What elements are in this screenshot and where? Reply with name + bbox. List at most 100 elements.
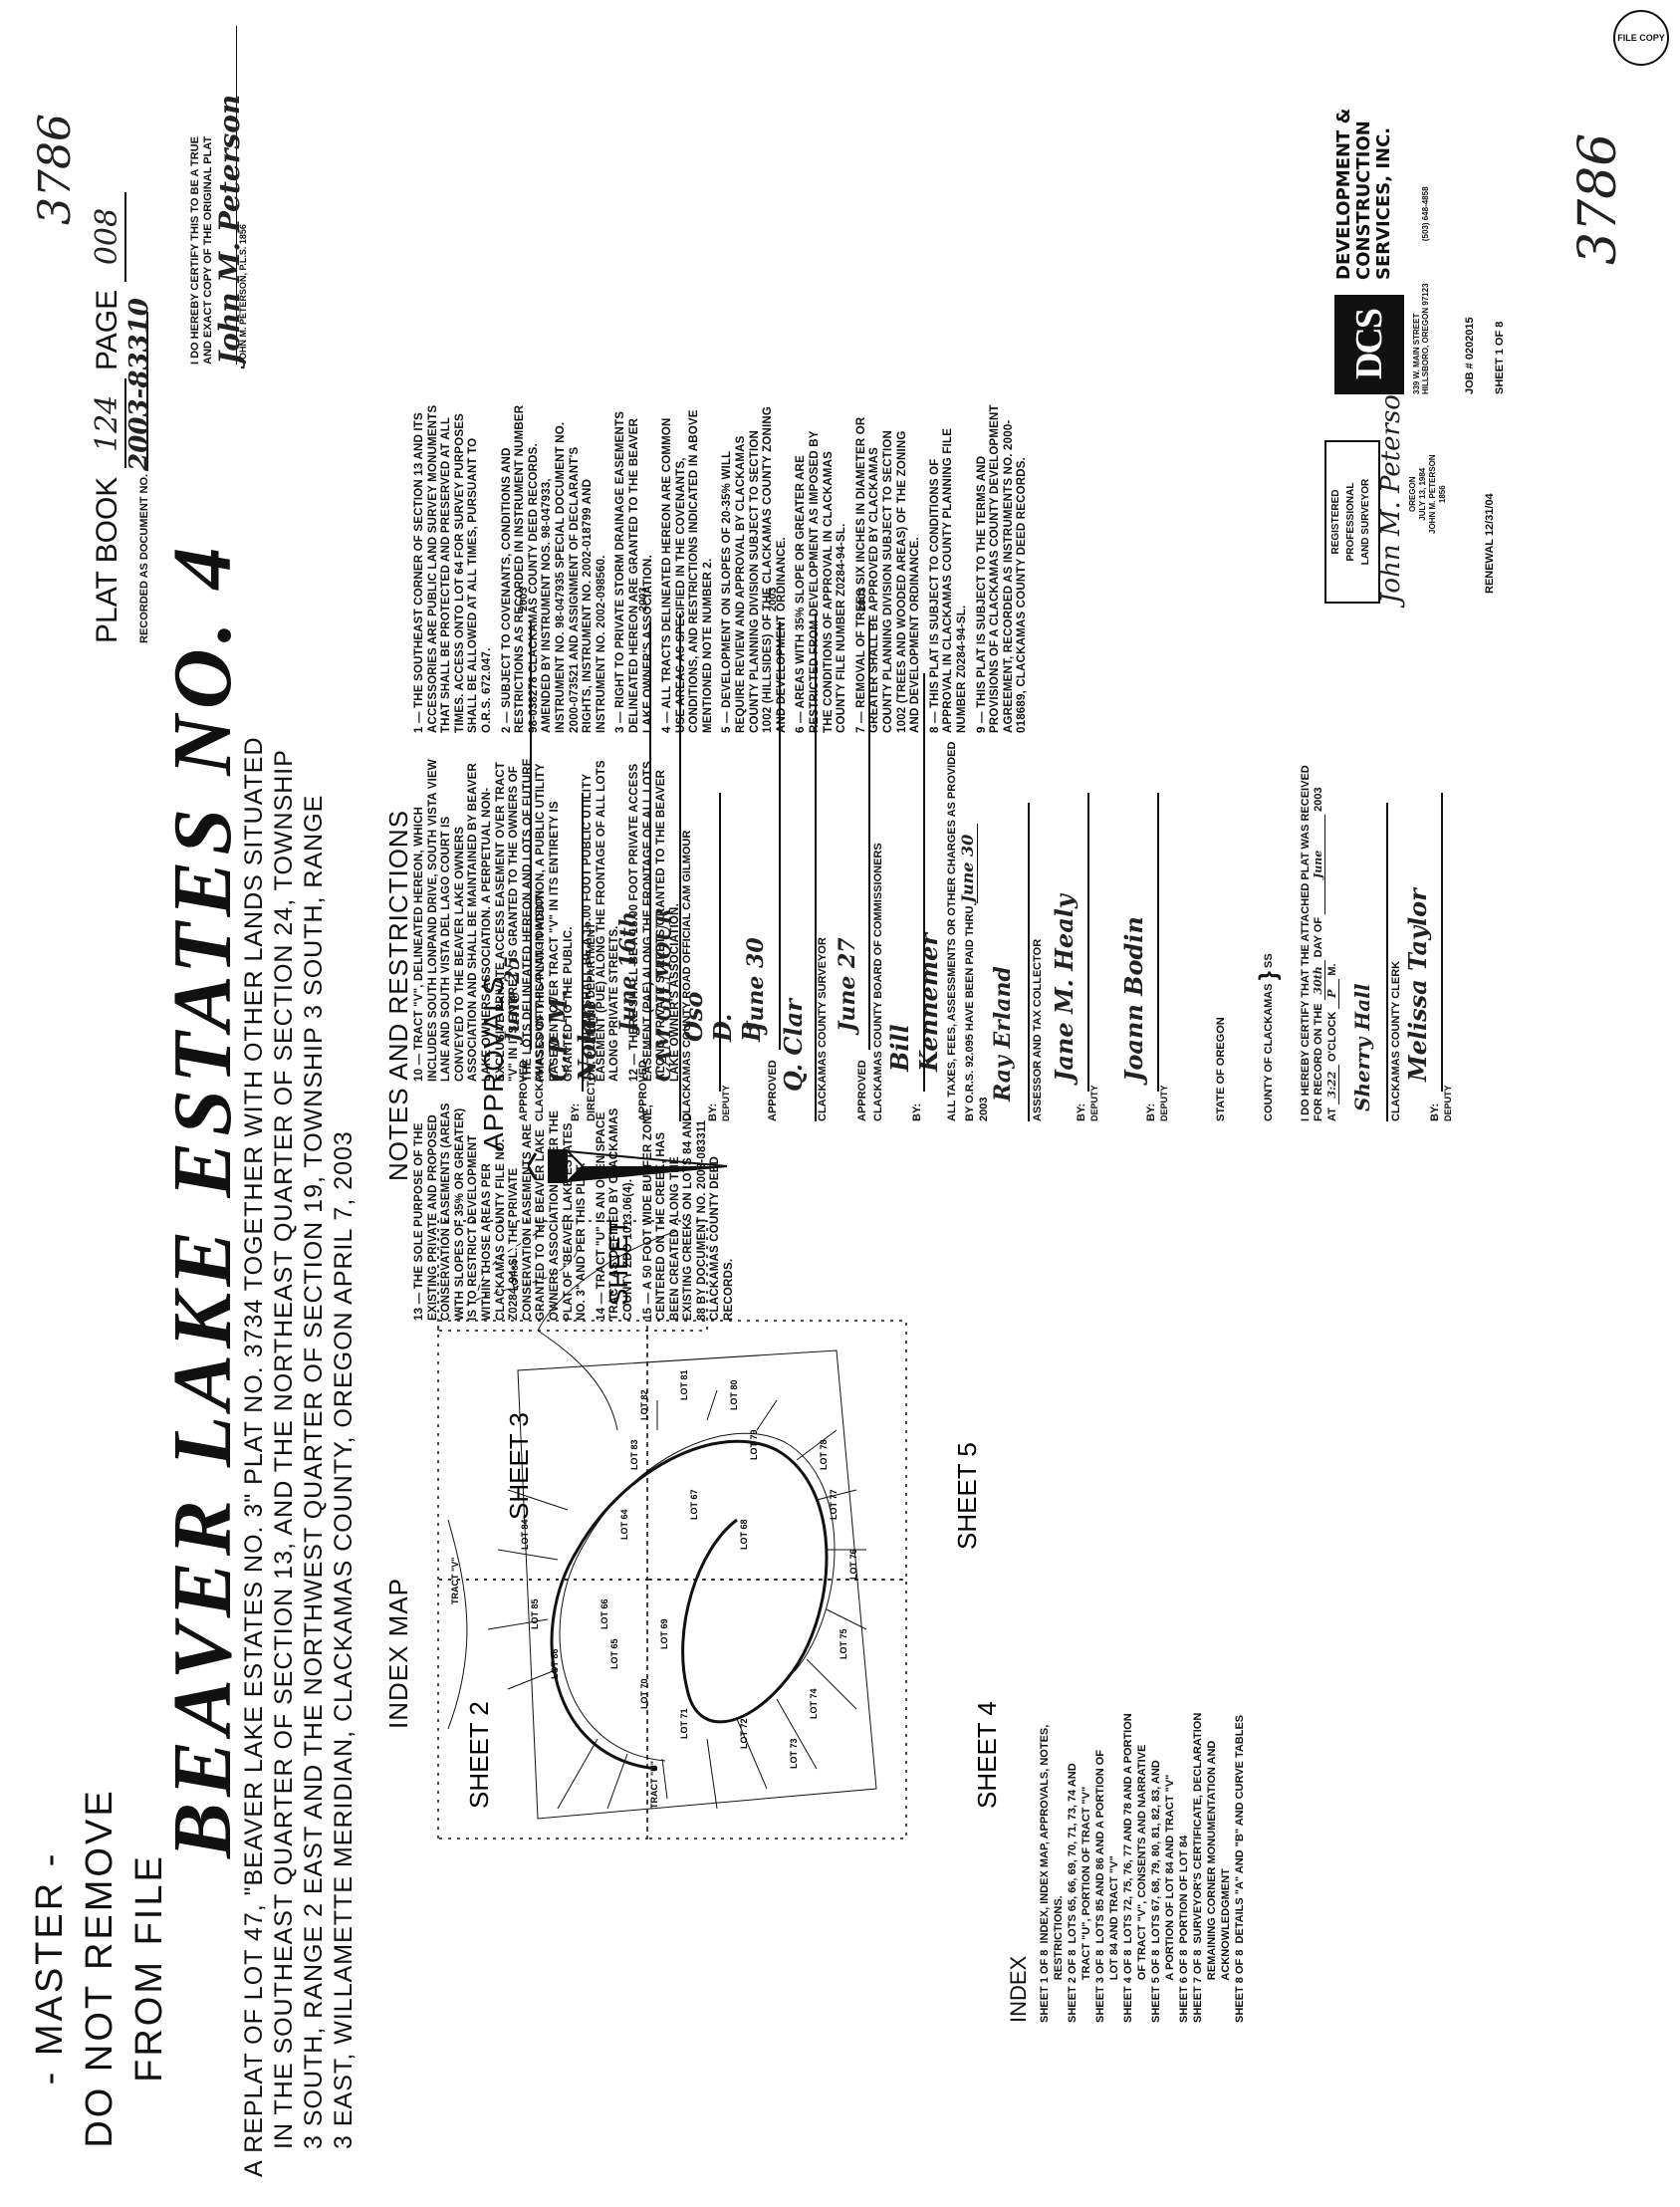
sheet-6-boundary [437,1220,708,1332]
index-item: SHEET 1 OF 8 INDEX, INDEX MAP, APPROVALS… [1039,1724,1051,2023]
plat-page-number: 008 [90,191,126,282]
lot-label: LOT 84 [510,1260,520,1291]
ss-label: SS [1262,953,1275,969]
master-line-1: - MASTER - [29,1850,71,2085]
by-label: BY: [1429,1103,1441,1121]
company-name-1: DEVELOPMENT & [1333,108,1354,280]
approval-planning-by: BY: C.P. M. Nolan DIRECTOR, PLANNING DEP… [544,793,601,1121]
index-item: REMAINING CORNER MONUMENTATION AND [1206,1740,1218,2023]
by-label: BY: [1145,1103,1157,1121]
master-stamp: - MASTER - DO NOT REMOVE FROM FILE [25,1779,174,2157]
recording-m: M. [1326,963,1338,976]
lot-label: LOT 80 [729,1379,739,1410]
company-address-1: 339 W. MAIN STREET [1412,313,1421,394]
index-item: OF TRACT "V", CONSENTS AND NARRATIVE [1136,1744,1148,2023]
taxes-statement: ALL TAXES, FEES, ASSESSMENTS OR OTHER CH… [946,742,990,1121]
stamp-state: OREGON [1408,476,1417,512]
approvals-header: APPROVALS [478,975,509,1151]
note-8: 8 — THIS PLAT IS SUBJECT TO CONDITIONS O… [928,427,968,733]
lot-label: LOT 82 [639,1389,649,1420]
by-label: BY: [1076,1103,1087,1121]
sheet-4-label: SHEET 4 [972,1701,1002,1809]
taxes-date: June 30 [958,823,978,903]
index-map: SHEET 2 SHEET 3 SHEET 4 SHEET 5 SHEET 6 … [437,1211,1002,1839]
recording-month: June [1312,814,1325,914]
surveyor-signature-icon: John M. Peterson [1376,377,1406,604]
recording-at: AT [1326,1107,1338,1121]
lot-label: LOT 73 [789,1738,799,1769]
taxes-line-2: BY O.R.S. 92.095 HAVE BEEN PAID THRU Jun… [958,742,978,1121]
lot-label: LOT 83 [629,1439,639,1470]
recorded-line: RECORDED AS DOCUMENT NO. 2003-83310 [124,298,154,643]
by-label: BY: [570,1103,582,1121]
index-item: RESTRICTIONS. [1053,1895,1065,2023]
deputy-label: DEPUTY [1443,1085,1453,1121]
north-arrow-icon [528,1149,728,1183]
assessor-by: BY: Jane M. Healy DEPUTY [1050,793,1099,1121]
index-map-label: INDEX MAP [383,1577,413,1729]
lot-label: LOT 65 [609,1638,619,1669]
company-address: 339 W. MAIN STREET HILLSBORO, OREGON 971… [1412,186,1430,394]
lot-label: LOT 70 [639,1678,649,1709]
surveyor-renewal: RENEWAL 12/31/04 [1484,493,1496,594]
lot-lines [447,1220,877,1820]
lot-label: LOT 74 [809,1688,819,1719]
signature-assessor-icon: Jane M. Healy [1050,894,1079,1082]
index-item: SHEET 8 OF 8 DETAILS "A" AND "B" AND CUR… [1234,1714,1246,2023]
second-deputy-by: BY: Joann Bodin DEPUTY [1119,793,1169,1121]
master-line-2: DO NOT REMOVE [79,1788,120,2148]
lot-label: LOT 66 [600,1598,609,1629]
company-name-3: SERVICES, INC. [1373,126,1394,280]
recording-pm: P [1325,978,1339,1009]
plat-title: BEAVER LAKE ESTATES NO. 4 [156,541,249,1858]
approval-surveyor-year: 2003 [767,587,779,612]
certify-signature-icon: John M. Peterson [213,26,246,365]
surveyor-stamp: REGISTERED PROFESSIONAL LAND SURVEYOR Jo… [1324,377,1447,604]
deputy-label: DEPUTY [1089,1085,1099,1121]
index-item: SHEET 5 OF 8 LOTS 67, 68, 79, 80, 81, 82… [1150,1760,1162,2023]
recording-line-3: AT 3:22 O'CLOCK P M. [1325,765,1339,1121]
deputy-label: DEPUTY [721,1085,731,1121]
plat-subtitle: A REPLAT OF LOT 47, "BEAVER LAKE ESTATES… [239,736,359,2177]
road-tract-v [550,1439,829,1771]
certify-text-1: I DO HEREBY CERTIFY THIS TO BE A TRUE [189,136,201,365]
index-section: INDEX SHEET 1 OF 8 INDEX, INDEX MAP, APP… [1006,1525,1247,2023]
lot-label: LOT 78 [819,1439,829,1470]
taxes-text-2: BY O.R.S. 92.095 HAVE BEEN PAID THRU [964,905,976,1121]
clerk-by: BY: Melissa Taylor DEPUTY [1403,793,1453,1121]
index-item: SHEET 6 OF 8 PORTION OF LOT 84 [1178,1835,1190,2023]
lot-label: LOT 68 [739,1519,749,1550]
sheet-2-label: SHEET 2 [464,1701,494,1809]
approval-road-hand: CAM GILMOUR [651,907,675,1082]
company-name-2: CONSTRUCTION [1353,121,1374,280]
approval-road-org: CLACKAMAS COUNTY ROAD OFFICIAL CAM GILMO… [679,613,693,1121]
index-item: SHEET 3 OF 8 LOTS 85 AND 86 AND A PORTIO… [1094,1749,1106,2023]
recording-year: 2003 [1313,787,1324,812]
approval-commissioners-by: BY: Bill Kennemer [885,673,943,1121]
clerk-label: CLACKAMAS COUNTY CLERK [1390,960,1402,1121]
recording-for-record: FOR RECORD ON THE [1313,1003,1324,1121]
deputy-label: DEPUTY [1159,1085,1169,1121]
recording-day: 30th [1312,960,1325,1001]
lot-label: LOT 86 [550,1648,560,1679]
signature-clerk-icon: Melissa Taylor [1403,888,1432,1082]
approval-commissioners-org: CLACKAMAS COUNTY BOARD OF COMMISSIONERS [872,843,884,1121]
tract-u-label: TRACT "U" [649,1761,659,1809]
job-number: JOB # 0202015 [1464,317,1476,394]
recorded-doc-number: 2003-83310 [124,298,154,471]
company-name: DEVELOPMENT & CONSTRUCTION SERVICES, INC… [1333,108,1394,280]
county-of-clackamas: COUNTY OF CLACKAMAS } SS [1255,953,1282,1121]
approval-surveyor-date: June 30 [743,937,769,1032]
stamp-professional: PROFESSIONAL [1345,482,1356,562]
index-item: SHEET 7 OF 8 SURVEYOR'S CERTIFICATE, DEC… [1192,1712,1204,2023]
recording-line-1: I DO HEREBY CERTIFY THAT THE ATTACHED PL… [1300,765,1312,1121]
approval-road: APPROVED June 16th 2003 CAM GILMOUR CLAC… [615,588,693,1121]
county-label: COUNTY OF CLACKAMAS [1262,983,1275,1121]
approval-road-label: APPROVED [637,1060,649,1121]
lot-label: LOT 71 [679,1708,689,1739]
note-9: 9 — THIS PLAT IS SUBJECT TO THE TERMS AN… [975,404,1029,733]
lot-label: LOT 72 [739,1718,749,1749]
index-item: SHEET 2 OF 8 LOTS 65, 66, 69, 70, 71, 73… [1067,1763,1079,2023]
